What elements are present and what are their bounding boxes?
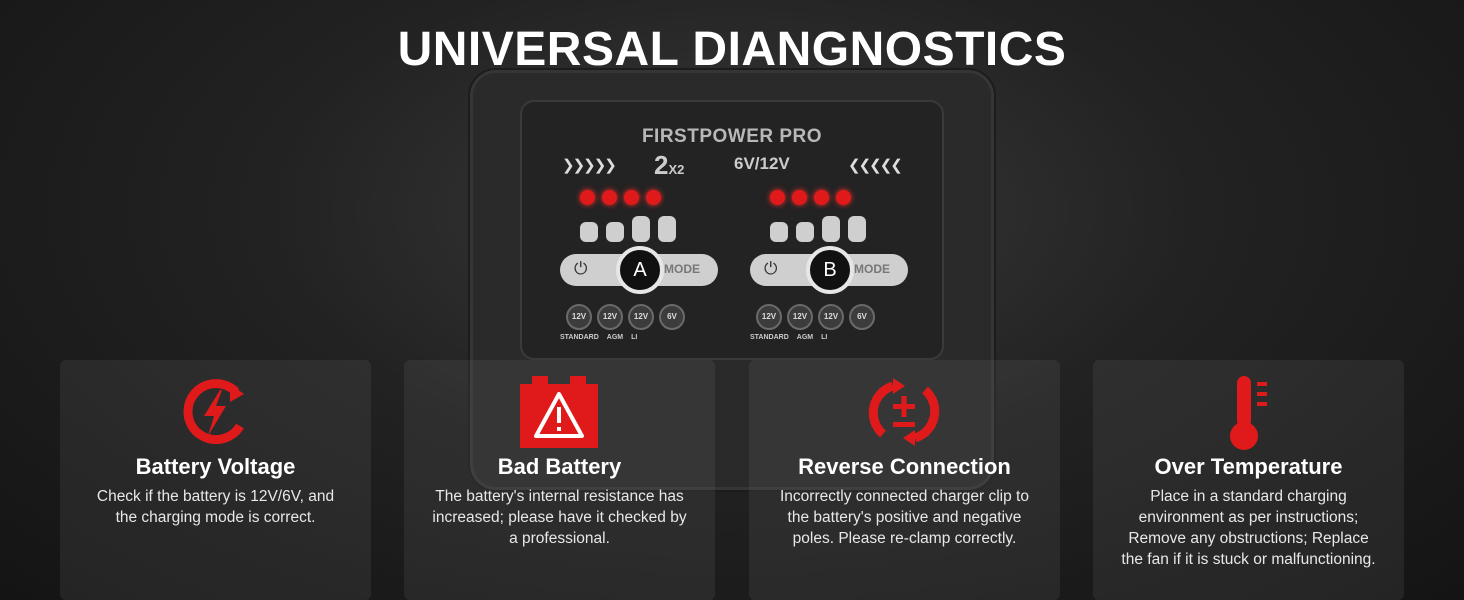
label-li: LI (631, 334, 638, 341)
charge-indicators (770, 216, 866, 242)
card-battery-voltage: Battery Voltage Check if the battery is … (60, 360, 371, 600)
status-leds (770, 190, 851, 205)
card-title: Bad Battery (497, 454, 622, 479)
card-title: Over Temperature (1154, 454, 1343, 479)
battery-type-labels: STANDARD AGM LI (750, 334, 827, 341)
channel-a-controls: ⏻ A MODE (560, 246, 718, 294)
card-description: Place in a standard charging environment… (1121, 488, 1376, 568)
channel-a: ⏻ A MODE 12V 12V 12V 6V STANDARD AGM LI (550, 190, 720, 350)
battery-type-6v[interactable]: 6V (659, 304, 685, 330)
battery-type-agm[interactable]: 12V (597, 304, 623, 330)
device-voltage: 6V/12V (734, 154, 790, 173)
battery-type-standard[interactable]: 12V (566, 304, 592, 330)
mode-button[interactable]: MODE (854, 262, 890, 276)
thermometer-icon (1230, 376, 1267, 450)
card-title: Battery Voltage (135, 454, 296, 479)
battery-type-standard[interactable]: 12V (756, 304, 782, 330)
bad-battery-icon (520, 376, 598, 448)
channel-b-controls: ⏻ B MODE (750, 246, 908, 294)
reverse-connection-icon (868, 378, 940, 446)
battery-led-icon (602, 190, 617, 205)
device-brand: FIRSTPOWER PRO (641, 126, 823, 147)
chevron-left-icon: ❯❯❯❯❯ (562, 157, 617, 174)
label-standard: STANDARD (750, 334, 789, 341)
power-icon[interactable]: ⏻ (574, 259, 588, 278)
channel-b: ⏻ B MODE 12V 12V 12V 6V STANDARD AGM LI (740, 190, 910, 350)
card-bad-battery: Bad Battery The battery's internal resis… (404, 360, 715, 600)
card-description: Incorrectly connected charger clip to th… (780, 488, 1029, 547)
label-li: LI (821, 334, 828, 341)
channel-b-knob[interactable]: B (806, 246, 854, 294)
battery-type-labels: STANDARD AGM LI (560, 334, 637, 341)
battery-type-6v[interactable]: 6V (849, 304, 875, 330)
charge-indicators (580, 216, 676, 242)
model-number: 2 (654, 150, 669, 180)
temperature-led-icon (836, 190, 851, 205)
battery-type-li[interactable]: 12V (818, 304, 844, 330)
card-title: Reverse Connection (798, 454, 1011, 479)
label-agm: AGM (796, 334, 814, 341)
status-leds (580, 190, 661, 205)
control-panel: FIRSTPOWER PRO ❯❯❯❯❯ 2X2 6V/12V ❮❮❮❮❮ ⏻ … (520, 100, 944, 360)
device-model: 2X2 (654, 150, 684, 181)
reverse-led-icon (814, 190, 829, 205)
battery-type-agm[interactable]: 12V (787, 304, 813, 330)
label-standard: STANDARD (560, 334, 599, 341)
mode-button[interactable]: MODE (664, 262, 700, 276)
card-description: Check if the battery is 12V/6V, and the … (96, 488, 335, 526)
voltage-led-icon (770, 190, 785, 205)
voltage-led-icon (580, 190, 595, 205)
battery-type-selectors: 12V 12V 12V 6V (566, 304, 685, 330)
label-agm: AGM (606, 334, 624, 341)
power-icon[interactable]: ⏻ (764, 259, 778, 278)
card-reverse-connection: Reverse Connection Incorrectly connected… (749, 360, 1060, 600)
temperature-led-icon (646, 190, 661, 205)
reverse-led-icon (624, 190, 639, 205)
battery-type-li[interactable]: 12V (628, 304, 654, 330)
card-over-temperature: Over Temperature Place in a standard cha… (1093, 360, 1404, 600)
battery-type-selectors: 12V 12V 12V 6V (756, 304, 875, 330)
page-title: UNIVERSAL DIANGNOSTICS (397, 23, 1067, 76)
battery-voltage-icon (183, 379, 244, 445)
card-description: The battery's internal resistance has in… (432, 488, 687, 547)
chevron-right-icon: ❮❮❮❮❮ (848, 157, 903, 174)
model-suffix: X2 (668, 162, 685, 177)
battery-led-icon (792, 190, 807, 205)
channel-a-knob[interactable]: A (616, 246, 664, 294)
